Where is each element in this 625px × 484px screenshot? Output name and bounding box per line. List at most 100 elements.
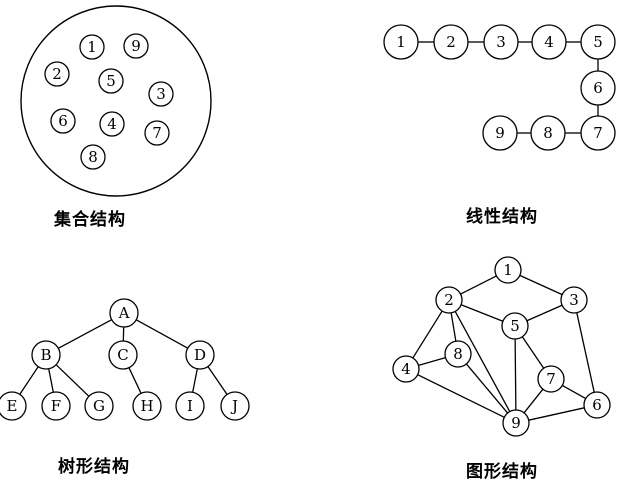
caption-graph-structure: 图形结构: [466, 462, 538, 482]
linear-node-label: 9: [495, 124, 505, 142]
graph-node-1: 1: [494, 256, 522, 284]
graph-node-9: 9: [502, 409, 530, 437]
set-node-circle: [123, 33, 149, 59]
linear-node-circle: [531, 24, 567, 60]
graph-edge-3-5: [526, 304, 563, 322]
linear-node-circle: [433, 24, 469, 60]
graph-node-6: 6: [583, 391, 611, 419]
graph-node-circle: [537, 365, 565, 393]
linear-node-circle: [383, 24, 419, 60]
tree-node-label: F: [51, 397, 61, 415]
tree-node-E: E: [0, 391, 27, 421]
tree-node-label: E: [7, 397, 18, 415]
tree-edge-D-J: [207, 366, 228, 395]
set-node-8: 8: [80, 144, 106, 170]
graph-node-label: 2: [444, 291, 454, 309]
caption-tree-structure: 树形结构: [58, 457, 130, 477]
graph-node-circle: [494, 256, 522, 284]
tree-edge-C-H: [128, 367, 142, 394]
graph-node-circle: [502, 409, 530, 437]
linear-node-1: 1: [383, 24, 419, 60]
set-node-circle: [79, 34, 105, 60]
tree-node-label: B: [40, 346, 51, 364]
graph-node-label: 4: [401, 360, 411, 378]
tree-edge-A-B: [58, 319, 112, 349]
graph-edge-7-9: [523, 388, 544, 414]
linear-node-label: 6: [593, 79, 603, 97]
graph-node-8: 8: [444, 340, 472, 368]
linear-node-6: 6: [580, 70, 616, 106]
graph-edge-8-9: [465, 363, 509, 414]
graph-node-circle: [435, 286, 463, 314]
set-node-circle: [148, 81, 174, 107]
linear-node-circle: [483, 24, 519, 60]
linear-node-9: 9: [482, 115, 518, 151]
tree-node-D: D: [185, 340, 215, 370]
tree-node-circle: [0, 391, 27, 421]
linear-node-label: 4: [544, 33, 554, 51]
linear-node-label: 8: [543, 124, 553, 142]
linear-node-circle: [580, 70, 616, 106]
set-node-label: 8: [88, 148, 98, 166]
set-node-2: 2: [44, 61, 70, 87]
tree-node-label: A: [118, 304, 130, 322]
tree-node-label: J: [230, 397, 238, 415]
tree-node-label: D: [194, 346, 206, 364]
set-node-circle: [99, 111, 125, 137]
graph-edge-1-3: [519, 274, 563, 296]
tree-edge-D-I: [192, 368, 198, 393]
tree-edge-B-G: [55, 364, 90, 397]
tree-node-F: F: [41, 391, 71, 421]
set-node-7: 7: [144, 120, 170, 146]
linear-node-label: 3: [496, 33, 506, 51]
set-node-circle: [144, 120, 170, 146]
graph-edge-7-6: [561, 384, 587, 400]
set-node-circle: [50, 108, 76, 134]
graph-node-circle: [392, 355, 420, 383]
tree-edge-B-E: [19, 366, 39, 395]
linear-node-circle: [530, 115, 566, 151]
set-node-circle: [44, 61, 70, 87]
tree-node-circle: [41, 391, 71, 421]
graph-edge-1-2: [460, 275, 497, 295]
linear-node-4: 4: [531, 24, 567, 60]
set-node-label: 9: [131, 37, 141, 55]
linear-node-8: 8: [530, 115, 566, 151]
linear-node-7: 7: [580, 115, 616, 151]
set-node-label: 4: [107, 115, 117, 133]
graph-node-3: 3: [560, 286, 588, 314]
set-node-circle: [80, 144, 106, 170]
graph-node-circle: [444, 340, 472, 368]
graph-edge-4-8: [418, 356, 446, 367]
tree-node-circle: [31, 340, 61, 370]
graph-node-label: 7: [546, 370, 556, 388]
tree-node-circle: [108, 340, 138, 370]
graph-node-label: 9: [511, 414, 521, 432]
tree-node-J: J: [220, 391, 250, 421]
graph-node-circle: [501, 312, 529, 340]
graph-node-label: 8: [453, 345, 463, 363]
tree-node-circle: [220, 391, 250, 421]
linear-node-2: 2: [433, 24, 469, 60]
set-node-6: 6: [50, 108, 76, 134]
graph-edge-2-8: [450, 312, 457, 342]
linear-node-circle: [580, 115, 616, 151]
set-node-4: 4: [99, 111, 125, 137]
set-node-label: 5: [106, 72, 116, 90]
linear-node-label: 2: [446, 33, 456, 51]
tree-node-B: B: [31, 340, 61, 370]
tree-node-label: I: [187, 397, 193, 415]
set-node-5: 5: [98, 68, 124, 94]
set-node-1: 1: [79, 34, 105, 60]
tree-node-G: G: [84, 391, 114, 421]
set-boundary-circle: [20, 5, 212, 197]
tree-edge-B-F: [48, 368, 54, 393]
set-node-9: 9: [123, 33, 149, 59]
tree-node-circle: [84, 391, 114, 421]
set-node-label: 6: [58, 112, 68, 130]
tree-node-circle: [132, 391, 162, 421]
